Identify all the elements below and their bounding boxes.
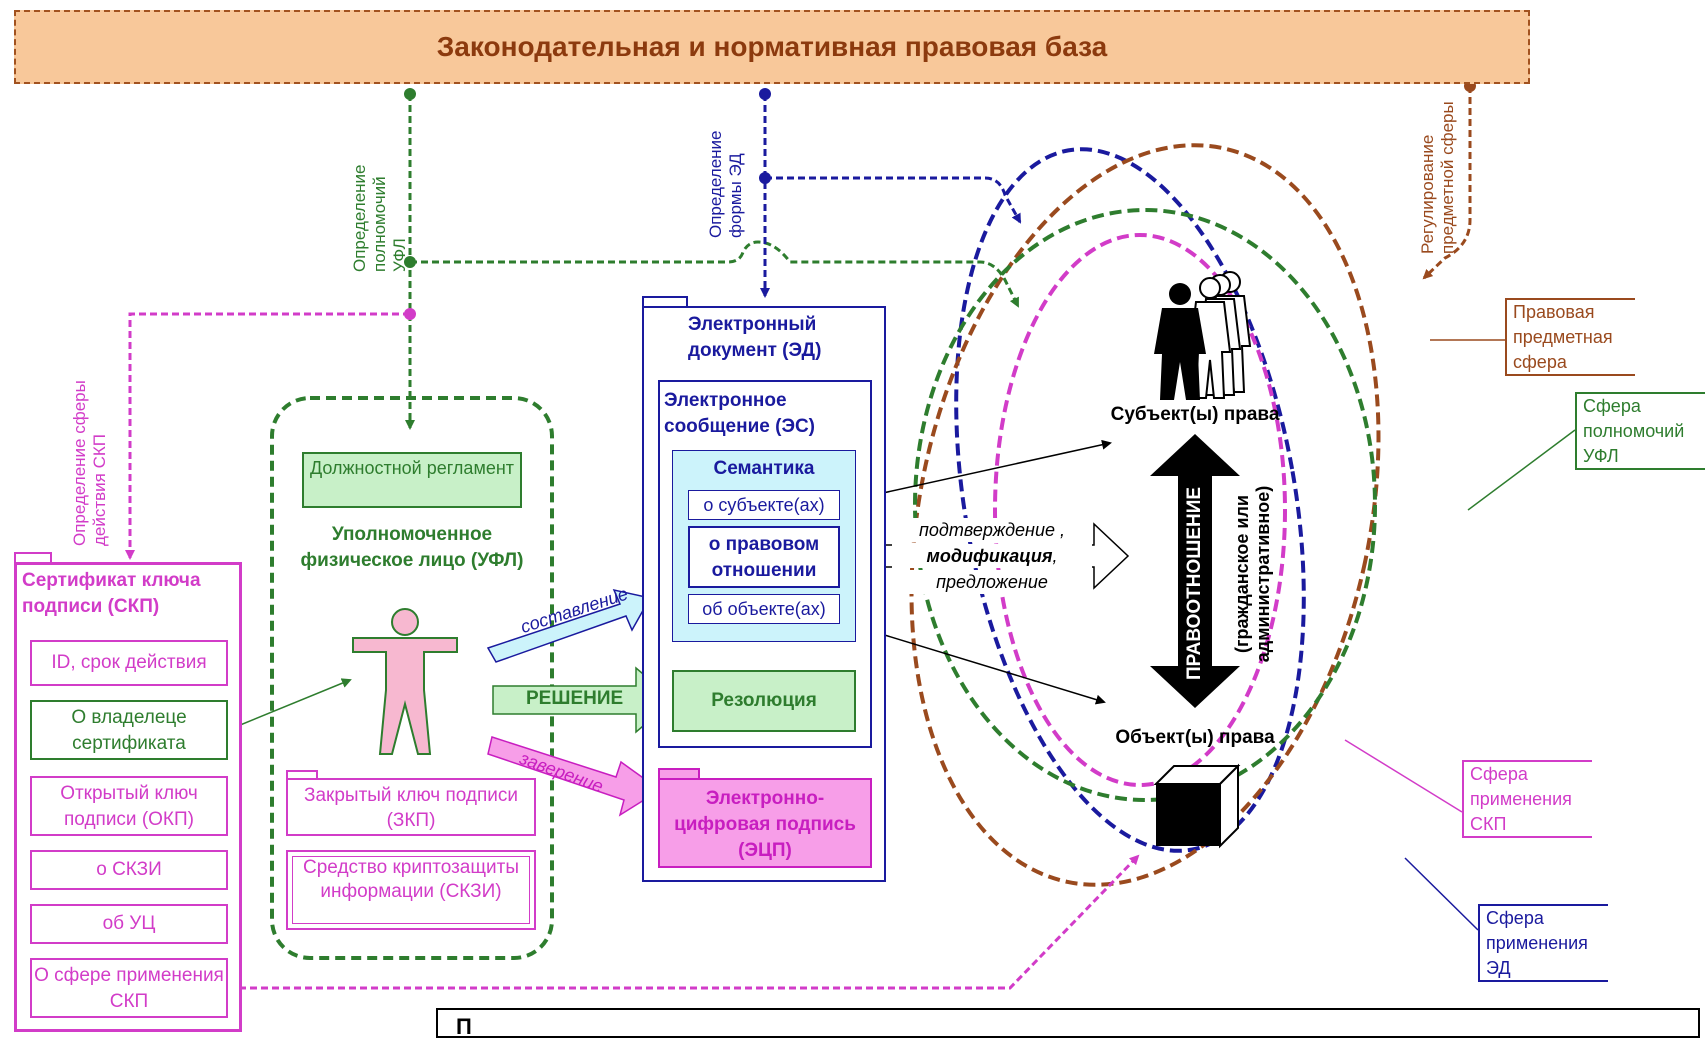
footer-caption-text: П (456, 1014, 472, 1039)
ufl-container (270, 396, 554, 960)
relation-label: ПРАВООТНОШЕНИЕ (1184, 486, 1205, 680)
ed-title: Электронный документ (ЭД) (688, 314, 822, 361)
note-ed-sphere: Сфера применения ЭД (1478, 904, 1608, 982)
eds-box: Электронно-цифровая подпись (ЭЦП) (658, 778, 872, 868)
ufl-title: Уполномоченное физическое лицо (УФЛ) (300, 524, 524, 571)
sphere-skp-ellipse (993, 233, 1287, 787)
certification-arrow (487, 736, 662, 817)
private-key-box: Закрытый ключ подписи (ЗКП) (286, 778, 536, 836)
decision-label: РЕШЕНИЕ (526, 688, 624, 709)
effect-proposal: предложение (892, 570, 1092, 594)
subjects-icon (1154, 271, 1252, 400)
note-skp-sphere: Сфера применения СКП (1462, 760, 1592, 838)
certificate-item-scope: О сфере применения СКП (30, 958, 228, 1018)
relation-type-label: (гражданское или административное) (1232, 485, 1273, 663)
certificate-tab (14, 552, 52, 564)
relation-double-arrow (1150, 434, 1240, 708)
certificate-item-owner: О владелеце сертификата (30, 700, 228, 760)
footer-caption-box (436, 1008, 1700, 1038)
semantics-about-object: об объекте(ах) (688, 594, 840, 624)
effect-modification: модификация, (892, 544, 1092, 568)
objects-icon (1153, 763, 1241, 849)
eds-tab (658, 768, 700, 780)
flow-label-ufl-powers: Определение полномочий УФЛ (350, 164, 409, 273)
note-legal-sphere: Правовая предметная сфера (1505, 298, 1635, 376)
objects-label: Объект(ы) права (1115, 727, 1275, 748)
person-icon (352, 608, 458, 755)
certificate-item-skzi: о СКЗИ (30, 850, 228, 890)
effect-confirmation: подтверждение , (892, 518, 1092, 542)
header-title: Законодательная и нормативная правовая б… (436, 31, 1108, 62)
certificate-item-public-key: Открытый ключ подписи (ОКП) (30, 776, 228, 836)
flow-label-ed-form: Определение формы ЭД (706, 130, 745, 239)
sphere-legal-ellipse (909, 143, 1381, 887)
composition-arrow (486, 588, 652, 663)
certificate-title: Сертификат ключа подписи (СКП) (22, 570, 201, 617)
resolution-box: Резолюция (672, 670, 856, 732)
semantics-about-relation: о правовом отношении (688, 526, 840, 588)
message-title: Электронное сообщение (ЭС) (664, 390, 816, 437)
note-ufl-sphere: Сфера полномочий УФЛ (1575, 392, 1705, 470)
ufl-regulation-box: Должностной регламент (302, 452, 522, 508)
ed-tab (642, 296, 688, 308)
effect-modification-comma: , (1052, 546, 1058, 566)
certificate-item-ca: об УЦ (30, 904, 228, 944)
semantics-about-subject: о субъекте(ах) (688, 490, 840, 520)
semantics-title: Семантика (713, 458, 815, 479)
subjects-label: Субъект(ы) права (1110, 404, 1280, 425)
flow-label-skp-sphere: Определение сферы действия СКП (70, 380, 109, 546)
certificate-item-id: ID, срок действия (30, 640, 228, 686)
header-bar (14, 10, 1530, 84)
sphere-ed-ellipse (954, 147, 1306, 853)
flow-label-regulation: Регулирование предметной сферы (1418, 101, 1457, 254)
private-key-tab (286, 770, 318, 780)
effect-modification-text: модификация (926, 546, 1053, 566)
message-container (658, 380, 872, 748)
sphere-ufl-ellipse (913, 208, 1377, 802)
crypto-tool-box: Средство криптозащиты информации (СКЗИ) (286, 850, 536, 930)
